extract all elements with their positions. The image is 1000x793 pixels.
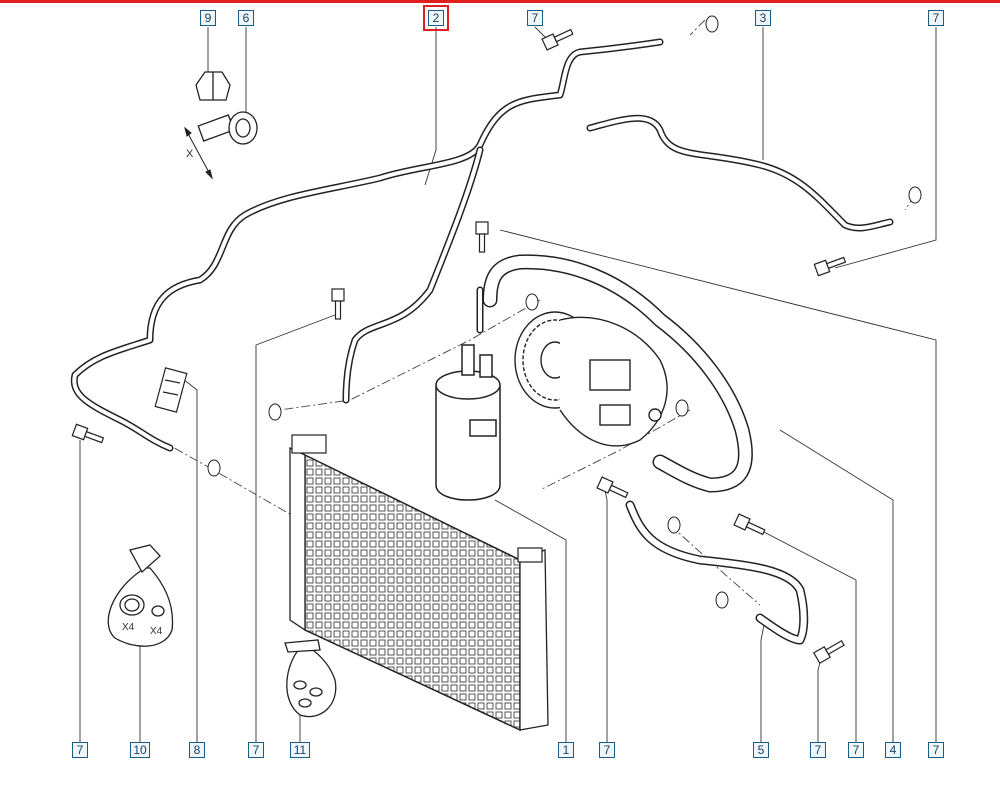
callout-2-selected[interactable]: 2 [423,5,449,31]
compressor [514,311,668,447]
nut-9 [195,71,231,101]
bolts [71,28,847,665]
assembly-lines [159,19,916,606]
washers [207,15,922,609]
callout-7-bottom-d[interactable]: 7 [810,742,826,758]
callout-5[interactable]: 5 [753,742,769,758]
callout-7-bottom-e[interactable]: 7 [848,742,864,758]
callout-6[interactable]: 6 [238,10,254,26]
hose-4 [476,254,753,493]
callout-7-top-a[interactable]: 7 [527,10,543,26]
callout-3[interactable]: 3 [755,10,771,26]
callout-7-bottom-b[interactable]: 7 [248,742,264,758]
bracket-8 [154,367,188,413]
selection-bar [0,0,1000,3]
callout-7-bottom-f[interactable]: 7 [928,742,944,758]
callout-7-bottom-a[interactable]: 7 [72,742,88,758]
seal-bag-10 [107,544,174,647]
pipe-5 [625,500,809,645]
callout-1[interactable]: 1 [558,742,574,758]
callout-7-top-b[interactable]: 7 [928,10,944,26]
callout-9[interactable]: 9 [200,10,216,26]
condenser-1 [289,434,549,732]
callout-8[interactable]: 8 [189,742,205,758]
pipe-2 [70,38,664,452]
leader-lines [79,26,937,742]
callout-7-bottom-c[interactable]: 7 [599,742,615,758]
dimension-label: X [186,148,194,160]
callout-4[interactable]: 4 [885,742,901,758]
pipe-3 [342,114,894,404]
qty-label-right: X4 [150,626,163,637]
callout-11[interactable]: 11 [290,742,310,758]
bag-11 [284,639,337,718]
clamp-6 [197,111,258,145]
dimension-arrow [184,126,213,180]
qty-label-left: X4 [122,622,135,633]
receiver-drier [435,344,501,501]
callout-10[interactable]: 10 [130,742,150,758]
